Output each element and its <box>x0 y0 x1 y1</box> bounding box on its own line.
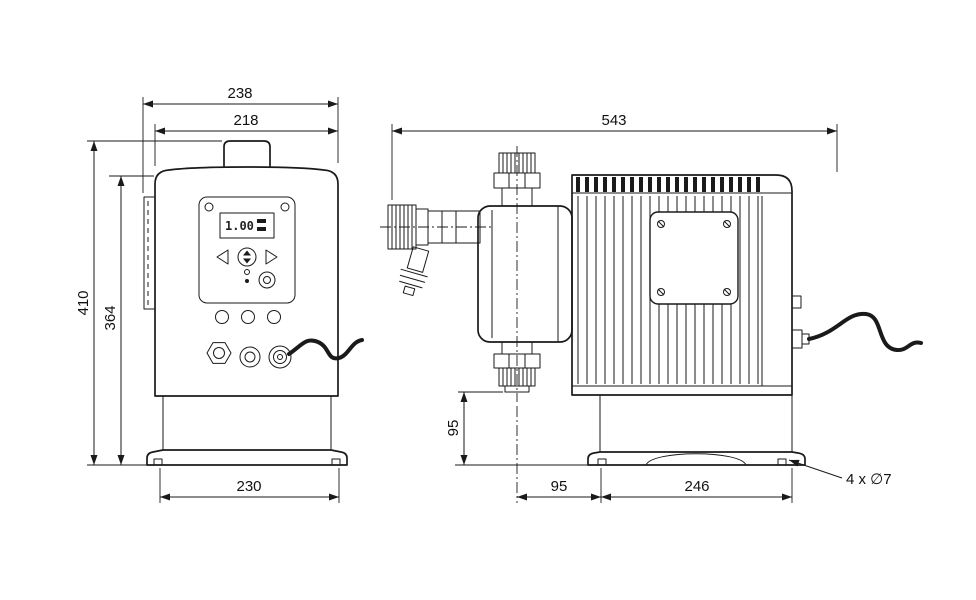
function-buttons <box>215 310 281 324</box>
dimension-side-length: 543 <box>391 112 838 200</box>
dim-label: 95 <box>445 420 462 437</box>
mounting-notch <box>153 458 163 465</box>
bottom-valve <box>493 341 541 393</box>
up-down-button <box>237 247 257 267</box>
front-connectors <box>206 338 364 369</box>
lcd-icon <box>257 219 266 223</box>
round-gland <box>239 346 261 368</box>
side-view: 543 95 95 246 4 x ∅7 <box>380 112 923 503</box>
panel-screw-icon <box>204 202 214 212</box>
dimension-front-width-body: 218 <box>154 112 338 166</box>
dim-label: 410 <box>75 290 92 315</box>
front-side-strip <box>143 196 155 310</box>
dim-label: 238 <box>227 85 252 102</box>
power-cable <box>287 338 364 361</box>
mounting-notch <box>597 458 607 465</box>
dim-label: 246 <box>684 478 709 495</box>
mounting-holes-label: 4 x ∅7 <box>846 471 892 488</box>
dimension-front-base-width: 230 <box>159 468 340 503</box>
small-indicator <box>244 269 250 275</box>
dimension-front-height-overall: 410 <box>75 140 222 466</box>
dim-label: 95 <box>551 478 568 495</box>
base-recess <box>645 453 747 466</box>
hex-nut <box>206 342 232 364</box>
front-body <box>154 166 339 397</box>
control-panel: 1.00 <box>198 196 296 324</box>
up-arrow-icon <box>243 250 251 256</box>
power-cable <box>807 311 923 353</box>
dimension-front-height-inner: 364 <box>102 175 154 465</box>
dim-label: 364 <box>102 305 119 330</box>
lcd-icon <box>257 227 266 231</box>
front-foot-plate <box>146 449 348 466</box>
mounting-holes-note: 4 x ∅7 <box>788 459 892 488</box>
mounting-notch <box>777 458 787 465</box>
dim-label: 230 <box>236 478 261 495</box>
side-foot-plate <box>587 451 806 466</box>
front-base <box>146 396 348 466</box>
suction-assembly <box>387 204 481 297</box>
cooling-fin-tips <box>576 177 760 192</box>
dim-label: 543 <box>601 112 626 129</box>
hose-barb-elbow <box>399 246 430 297</box>
start-stop-button-inner <box>263 276 271 284</box>
control-panel-frame <box>198 196 296 304</box>
front-view: 1.00 <box>75 85 364 503</box>
motor-housing <box>571 174 923 396</box>
dimension-front-width-overall: 238 <box>142 85 339 193</box>
dosing-head <box>477 205 573 343</box>
start-stop-button <box>258 271 276 289</box>
nameplate-screws <box>657 220 731 296</box>
nav-buttons <box>216 247 278 289</box>
arrow-left-button-icon <box>216 249 229 265</box>
down-arrow-icon <box>243 258 251 264</box>
mounting-notch <box>331 458 341 465</box>
nameplate <box>649 211 739 305</box>
arrow-right-button-icon <box>265 249 278 265</box>
dim-label: 218 <box>233 112 258 129</box>
side-base <box>587 395 806 466</box>
lcd-display: 1.00 <box>219 212 275 239</box>
cable-gland <box>791 329 803 349</box>
side-stub <box>791 295 802 309</box>
lcd-value: 1.00 <box>225 219 254 233</box>
cable-gland <box>268 345 292 369</box>
led-dot <box>245 279 249 283</box>
dimension-side-outlet-height: 95 <box>445 391 588 466</box>
front-top-cap <box>223 140 271 167</box>
panel-screw-icon <box>280 202 290 212</box>
dimension-side-base-length: 246 <box>601 468 793 503</box>
dimension-side-base-offset: 95 <box>516 406 602 503</box>
